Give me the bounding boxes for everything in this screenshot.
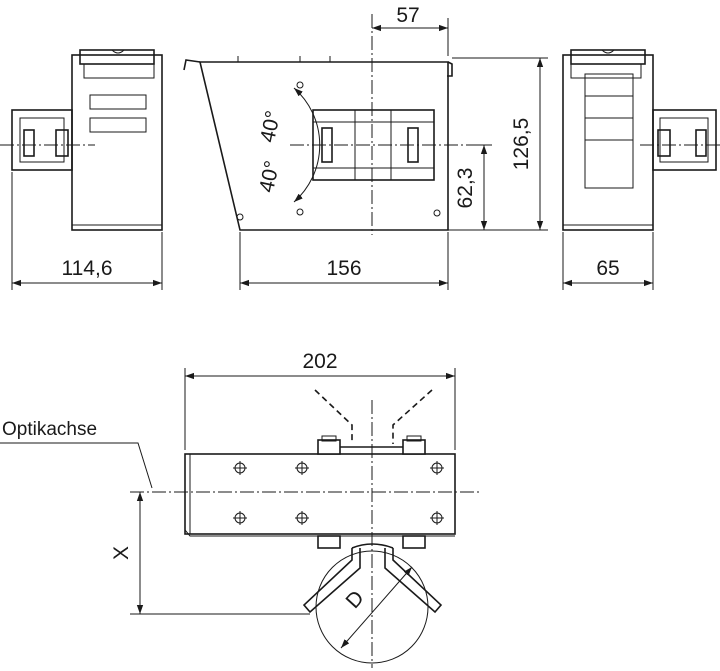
angle-lower-label: 40°: [255, 159, 284, 195]
dimension-62-3-label: 62,3: [454, 168, 477, 209]
dimension-65-label: 65: [596, 257, 619, 280]
dimension-202-label: 202: [302, 350, 337, 373]
dimension-62-3: 62,3: [454, 144, 492, 230]
top-view: D: [130, 389, 480, 668]
mounting-holes: [233, 461, 444, 525]
dimension-x: X: [110, 492, 310, 615]
offset-x-label: X: [110, 546, 133, 560]
dimension-114-6: 114,6: [11, 172, 163, 290]
dimension-156-label: 156: [326, 257, 361, 280]
right-side-view: [562, 49, 720, 231]
dimension-202: 202: [184, 350, 456, 450]
dimension-156: 156: [239, 232, 449, 290]
dimension-65: 65: [562, 232, 654, 290]
angle-upper-label: 40°: [256, 109, 285, 145]
optical-axis-label: Optikachse: [2, 419, 97, 440]
dimension-126-5-label: 126,5: [510, 118, 533, 171]
dimension-114-6-label: 114,6: [62, 257, 113, 280]
dimension-57-label: 57: [396, 4, 419, 27]
dimension-57: 57: [372, 4, 449, 56]
dimension-126-5: 126,5: [448, 57, 548, 231]
front-view: 40° 40°: [183, 14, 470, 235]
diameter-label: D: [342, 586, 369, 613]
optical-axis-callout: Optikachse: [0, 419, 153, 489]
left-side-view: [0, 49, 163, 231]
